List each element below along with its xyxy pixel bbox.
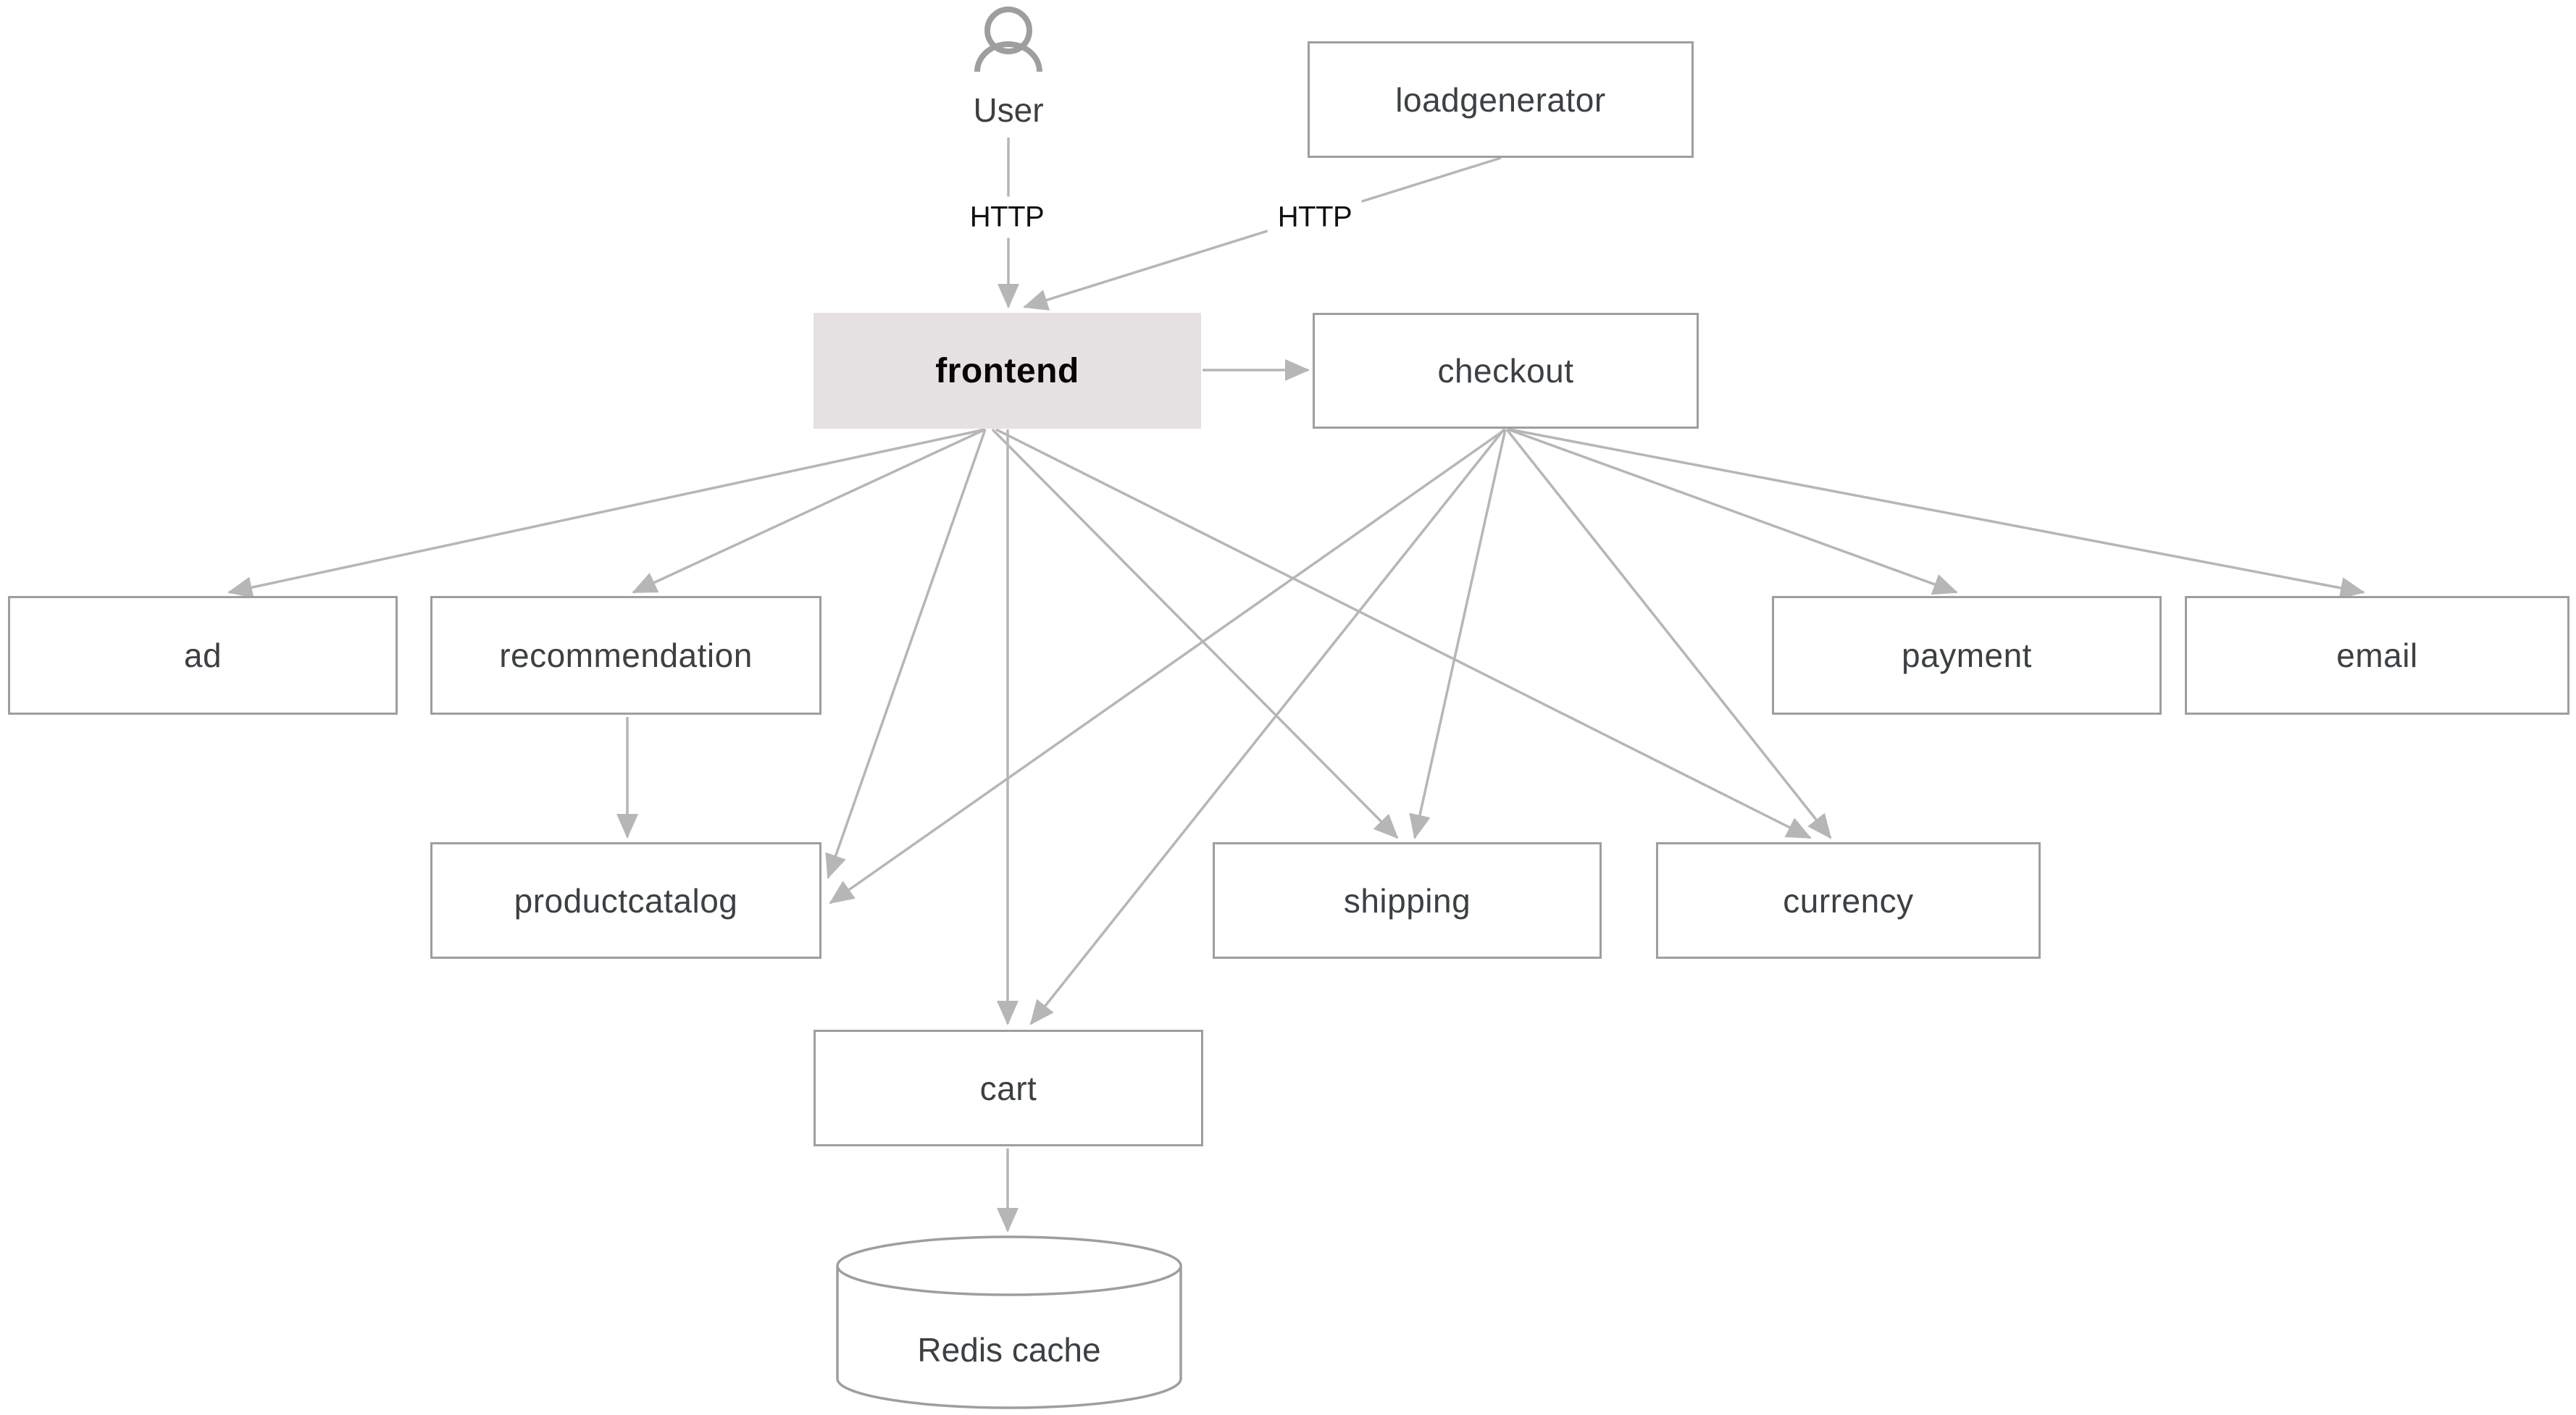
node-checkout[interactable]: checkout xyxy=(1313,313,1699,429)
user-icon xyxy=(974,7,1042,72)
edge-frontend-shipping xyxy=(991,428,1399,839)
node-recommendation-label: recommendation xyxy=(499,637,753,674)
edge-label-user-http: HTTP xyxy=(959,196,1055,238)
node-email-label: email xyxy=(2336,637,2418,674)
redis-cylinder-top xyxy=(836,1235,1182,1296)
edge-frontend-currency xyxy=(995,428,1812,839)
node-payment-label: payment xyxy=(1902,637,2032,674)
node-redis-label: Redis cache xyxy=(917,1331,1101,1369)
edge-checkout-email xyxy=(1509,428,2365,599)
actor-user-label: User xyxy=(973,91,1044,129)
node-productcatalog-label: productcatalog xyxy=(514,881,738,920)
node-shipping-label: shipping xyxy=(1343,881,1471,920)
edge-checkout-productcatalog xyxy=(829,428,1507,904)
node-email[interactable]: email xyxy=(2185,596,2569,715)
node-frontend[interactable]: frontend xyxy=(814,313,1201,429)
user-icon-head xyxy=(984,7,1032,54)
node-currency-label: currency xyxy=(1783,881,1914,920)
node-payment[interactable]: payment xyxy=(1772,596,2162,715)
node-ad-label: ad xyxy=(183,637,222,674)
node-shipping[interactable]: shipping xyxy=(1213,842,1602,959)
edge-frontend-ad xyxy=(227,428,986,598)
edge-frontend-productcatalog xyxy=(825,429,987,879)
edge-frontend-recommendation xyxy=(632,428,986,594)
node-loadgenerator-label: loadgenerator xyxy=(1395,80,1606,119)
edge-loadgenerator-frontend xyxy=(1023,156,1502,311)
node-cart-label: cart xyxy=(979,1069,1037,1107)
edge-checkout-cart xyxy=(1029,428,1505,1025)
node-productcatalog[interactable]: productcatalog xyxy=(430,842,821,959)
node-redis-cylinder[interactable] xyxy=(836,1235,1182,1409)
edge-checkout-payment xyxy=(1507,428,1958,595)
redis-cylinder-body xyxy=(836,1266,1182,1409)
node-checkout-label: checkout xyxy=(1437,352,1574,390)
node-ad[interactable]: ad xyxy=(8,596,398,715)
node-currency[interactable]: currency xyxy=(1656,842,2041,959)
edge-checkout-shipping xyxy=(1409,429,1507,839)
node-frontend-label: frontend xyxy=(935,351,1079,390)
edge-label-loadgenerator-http: HTTP xyxy=(1267,196,1363,238)
user-icon-shoulders xyxy=(974,41,1042,72)
node-cart[interactable]: cart xyxy=(814,1030,1203,1146)
node-recommendation[interactable]: recommendation xyxy=(430,596,821,715)
edge-checkout-currency xyxy=(1505,428,1832,839)
node-loadgenerator[interactable]: loadgenerator xyxy=(1308,41,1694,158)
